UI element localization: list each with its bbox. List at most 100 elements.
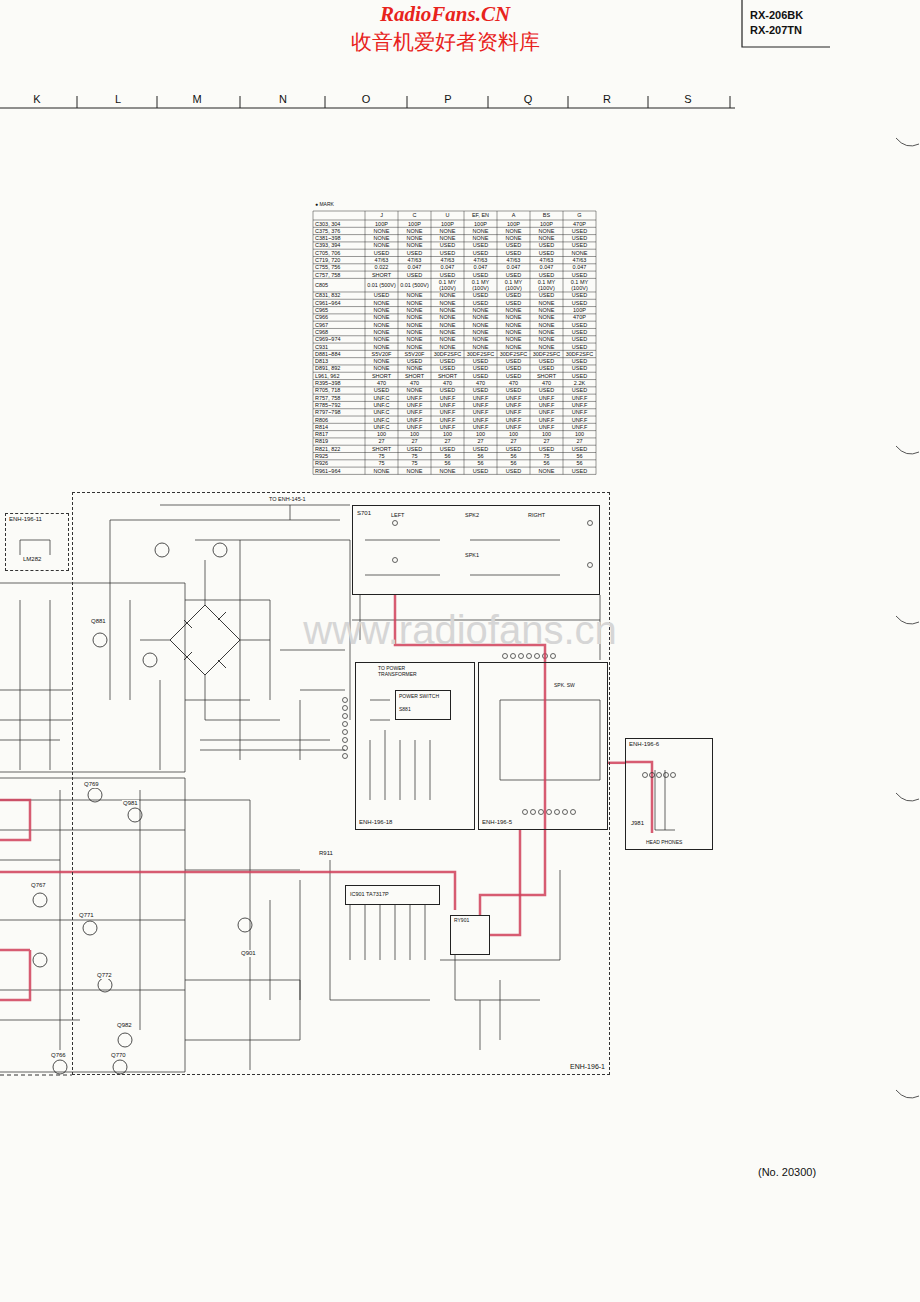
connector-pin	[551, 654, 556, 659]
table-cell: USED	[563, 387, 596, 393]
transistor-symbol	[118, 1033, 132, 1047]
table-cell: USED	[365, 250, 398, 256]
table-cell: 470P	[563, 314, 596, 320]
table-cell: NONE	[365, 314, 398, 320]
circuit-board: ENH-196-1LEFTRIGHTSPK2SPK1TO POWER TRANS…	[72, 492, 610, 1075]
table-cell: C831, 832	[313, 292, 365, 298]
table-rule	[313, 227, 596, 228]
table-cell: 470P	[563, 221, 596, 227]
table-cell: UNF.F	[563, 402, 596, 408]
table-cell: USED	[431, 446, 464, 452]
table-cell: UNF.F	[431, 424, 464, 430]
connector-pin	[657, 773, 662, 778]
table-cell: NONE	[464, 336, 497, 342]
table-cell: 47/63	[431, 257, 464, 263]
table-cell: NONE	[398, 228, 431, 234]
table-cell: UNF.F	[431, 417, 464, 423]
site-subtitle: 收音机爱好者资料库	[351, 30, 540, 53]
table-cell: USED	[464, 365, 497, 371]
grid-letter: Q	[524, 93, 533, 105]
table-cell: UNF.F	[530, 417, 563, 423]
table-cell: USED	[431, 358, 464, 364]
table-rule	[431, 211, 432, 474]
table-cell: C967	[313, 322, 365, 328]
board-text: SPK2	[465, 512, 479, 518]
table-cell: UNF.F	[530, 402, 563, 408]
table-cell: USED	[431, 365, 464, 371]
table-rule	[313, 416, 596, 417]
table-cell: NONE	[464, 344, 497, 350]
table-rule	[313, 256, 596, 257]
table-rule	[313, 220, 596, 221]
table-cell: R814	[313, 424, 365, 430]
table-cell: UNF.C	[365, 395, 398, 401]
part-name: Q981	[122, 800, 139, 807]
board-text: SPK. SW	[554, 683, 575, 689]
table-cell: NONE	[365, 228, 398, 234]
table-cell: USED	[398, 250, 431, 256]
table-rule	[313, 386, 596, 387]
board-text: ENH-196-11	[9, 516, 42, 523]
table-cell: 100P	[431, 221, 464, 227]
table-cell: 30DF2SFC	[464, 351, 497, 357]
table-cell: SHORT	[431, 373, 464, 379]
table-cell: USED	[563, 300, 596, 306]
table-grid	[313, 211, 596, 474]
circuit-board: RY901	[450, 915, 490, 955]
table-cell: R821, 822	[313, 446, 365, 452]
table-cell: USED	[497, 358, 530, 364]
table-cell: USED	[365, 387, 398, 393]
table-cell: 470	[497, 380, 530, 386]
table-cell: 56	[464, 460, 497, 466]
table-rule	[313, 328, 596, 329]
table-cell: NONE	[464, 314, 497, 320]
table-cell: USED	[497, 365, 530, 371]
table-cell: 27	[398, 438, 431, 444]
table-cell: NONE	[497, 322, 530, 328]
table-cell: NONE	[431, 228, 464, 234]
table-cell: NONE	[464, 228, 497, 234]
model-number: RX-206BK	[750, 9, 803, 21]
table-cell: 56	[563, 460, 596, 466]
board-text: LEFT	[391, 512, 404, 518]
transistor-symbol	[53, 1060, 67, 1074]
transistor-symbol	[88, 788, 102, 802]
table-cell: 100	[365, 431, 398, 437]
table-cell: 100P	[497, 221, 530, 227]
table-cell: UNF.C	[365, 402, 398, 408]
table-cell: NONE	[497, 314, 530, 320]
table-cell: USED	[464, 292, 497, 298]
punch-marks	[896, 138, 919, 1098]
table-cell: UNF.F	[530, 424, 563, 430]
table-cell: R797~798	[313, 409, 365, 415]
table-cell: UNF.F	[530, 395, 563, 401]
board-text: TO POWER TRANSFORMER	[378, 666, 438, 678]
transistor-symbol	[155, 543, 169, 557]
grid-letter: N	[279, 93, 287, 105]
table-cell: NONE	[398, 468, 431, 474]
table-rule	[313, 291, 596, 292]
board-text: SPK1	[465, 552, 479, 558]
table-cell: UNF.F	[464, 395, 497, 401]
table-cell: NONE	[464, 235, 497, 241]
table-cell: 47/63	[530, 257, 563, 263]
connector-pin	[343, 738, 348, 743]
table-cell: UNF.F	[563, 395, 596, 401]
table-cell: 0.047	[464, 264, 497, 270]
table-cell: SHORT	[365, 446, 398, 452]
table-cell: UNF.F	[464, 417, 497, 423]
table-cell: NONE	[530, 307, 563, 313]
circuit-board: LEFTRIGHTSPK2SPK1	[352, 505, 600, 595]
table-cell: UNF.F	[398, 409, 431, 415]
table-cell: UNF.F	[563, 417, 596, 423]
table-rule	[313, 335, 596, 336]
table-cell: NONE	[398, 344, 431, 350]
grid-letter: L	[115, 93, 121, 105]
connector-pin	[511, 654, 516, 659]
signal-wire	[490, 830, 520, 935]
red-signal-path	[0, 762, 652, 1000]
table-cell: UNF.F	[398, 424, 431, 430]
table-rule	[563, 211, 564, 474]
table-cell: NONE	[431, 329, 464, 335]
